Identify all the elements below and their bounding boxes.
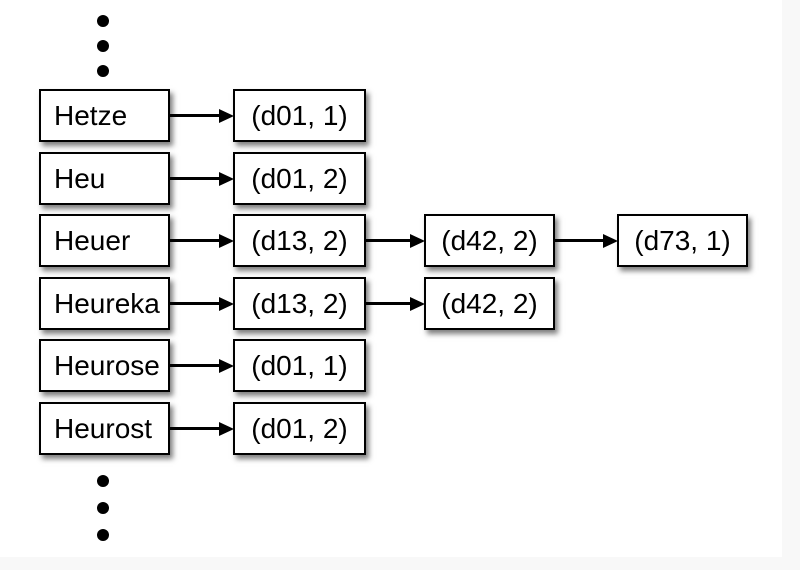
term-box: Heuer	[39, 214, 170, 267]
posting-box: (d13, 2)	[233, 214, 366, 267]
arrow-shaft	[168, 302, 221, 305]
arrowhead-icon	[219, 296, 234, 311]
arrowhead-icon	[219, 108, 234, 123]
posting-label: (d73, 1)	[634, 224, 731, 256]
arrowhead-icon	[219, 171, 234, 186]
dot-icon	[97, 475, 109, 487]
posting-box: (d01, 2)	[233, 402, 366, 455]
arrow-connector	[364, 233, 425, 248]
arrowhead-icon	[219, 233, 234, 248]
arrow-connector	[553, 233, 618, 248]
posting-label: (d13, 2)	[251, 224, 348, 256]
term-label: Heurose	[54, 349, 160, 381]
arrow-shaft	[168, 364, 221, 367]
term-label: Heuer	[54, 224, 131, 256]
posting-label: (d01, 1)	[251, 349, 348, 381]
arrowhead-icon	[603, 233, 618, 248]
arrow-shaft	[168, 427, 221, 430]
arrow-shaft	[364, 239, 412, 242]
posting-label: (d42, 2)	[441, 224, 538, 256]
arrow-shaft	[168, 239, 221, 242]
posting-label: (d42, 2)	[441, 287, 538, 319]
arrow-connector	[168, 296, 234, 311]
diagram-canvas: Hetze (d01, 1) Heu (d01, 2) Heuer (d13, …	[39, 15, 748, 541]
term-box: Heurose	[39, 339, 170, 392]
vertical-ellipsis-bottom-icon	[97, 475, 109, 541]
posting-box: (d01, 2)	[233, 152, 366, 205]
arrowhead-icon	[219, 358, 234, 373]
arrow-connector	[168, 108, 234, 123]
arrow-connector	[168, 233, 234, 248]
term-box: Heurost	[39, 402, 170, 455]
term-label: Heureka	[54, 287, 160, 319]
arrow-connector	[364, 296, 425, 311]
dot-icon	[97, 529, 109, 541]
dot-icon	[97, 15, 109, 27]
vertical-ellipsis-top-icon	[97, 15, 109, 77]
posting-label: (d13, 2)	[251, 287, 348, 319]
posting-box: (d42, 2)	[424, 277, 555, 330]
posting-box: (d01, 1)	[233, 89, 366, 142]
term-box: Heu	[39, 152, 170, 205]
dot-icon	[97, 65, 109, 77]
term-box: Heureka	[39, 277, 170, 330]
posting-box: (d01, 1)	[233, 339, 366, 392]
posting-label: (d01, 2)	[251, 412, 348, 444]
arrow-shaft	[168, 177, 221, 180]
arrowhead-icon	[410, 296, 425, 311]
term-label: Heurost	[54, 412, 153, 444]
posting-box: (d13, 2)	[233, 277, 366, 330]
arrow-shaft	[553, 239, 605, 242]
term-label: Hetze	[54, 99, 128, 131]
term-label: Heu	[54, 162, 106, 194]
arrow-shaft	[168, 114, 221, 117]
arrow-connector	[168, 171, 234, 186]
arrowhead-icon	[219, 421, 234, 436]
posting-box: (d73, 1)	[617, 214, 748, 267]
arrow-connector	[168, 358, 234, 373]
posting-label: (d01, 1)	[251, 99, 348, 131]
dot-icon	[97, 502, 109, 514]
term-box: Hetze	[39, 89, 170, 142]
posting-box: (d42, 2)	[424, 214, 555, 267]
arrowhead-icon	[410, 233, 425, 248]
arrow-connector	[168, 421, 234, 436]
dot-icon	[97, 40, 109, 52]
arrow-shaft	[364, 302, 412, 305]
posting-label: (d01, 2)	[251, 162, 348, 194]
